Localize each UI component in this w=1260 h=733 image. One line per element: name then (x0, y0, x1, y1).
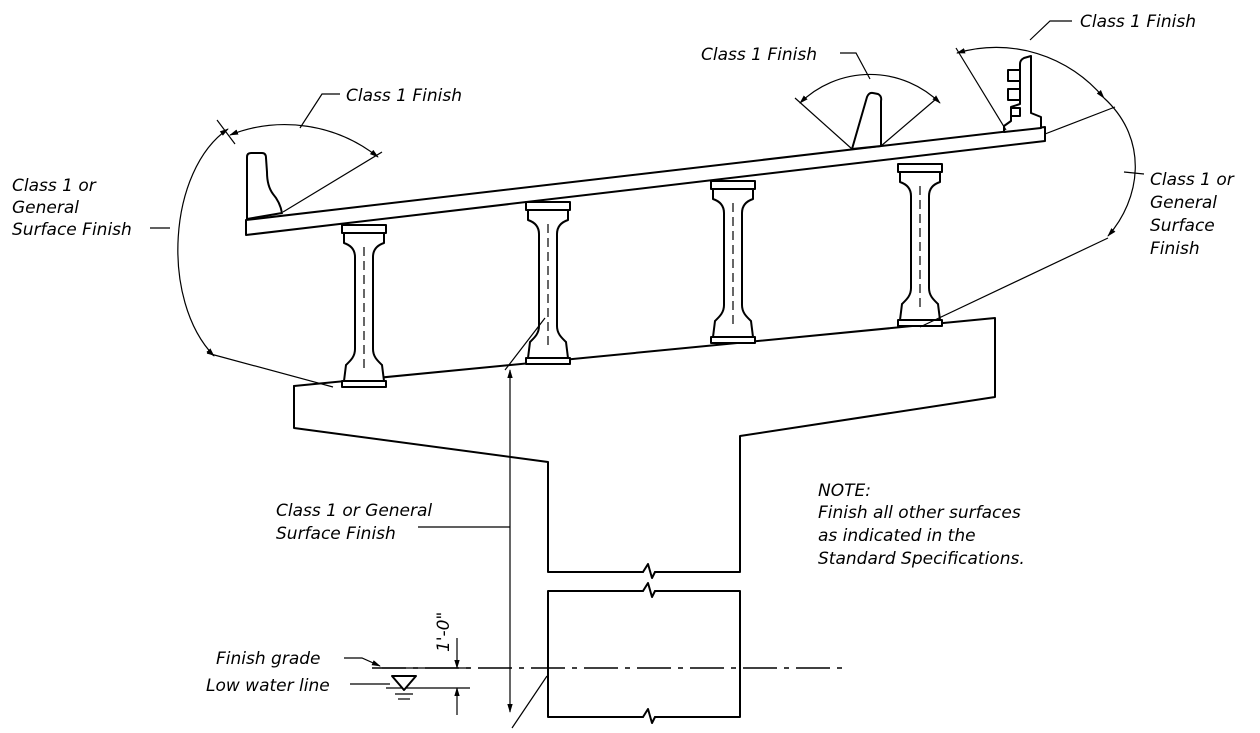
right-arc-general (1103, 97, 1136, 237)
right-side-label-1: Class 1 or (1150, 170, 1235, 190)
column-ext-bot (511, 675, 548, 729)
left-side-label-1: Class 1 or (12, 176, 97, 196)
note-title: NOTE: (818, 481, 871, 501)
rail-post-1 (1007, 69, 1021, 82)
rail-post-2 (1007, 88, 1021, 101)
note-line-1: Finish all other surfaces (818, 503, 1021, 523)
right-side-label-3: Surface (1150, 216, 1215, 236)
girder-1 (341, 224, 387, 388)
mid-ext-right (880, 98, 937, 147)
right-ext-end (1044, 106, 1116, 135)
right-side-label-2: General (1150, 193, 1217, 213)
class1-finish-middle-label: Class 1 Finish (701, 45, 817, 65)
column-label-1: Class 1 or General (276, 501, 432, 521)
rail-post-3 (1010, 107, 1021, 117)
column-lower (547, 590, 741, 718)
left-barrier (246, 152, 283, 220)
left-class1-leader (299, 93, 340, 129)
left-side-label-2: General (12, 198, 79, 218)
girder-3 (710, 180, 756, 344)
low-water-line-label: Low water line (206, 676, 330, 696)
water-triangle-symbol (391, 675, 417, 691)
column-break-mid (642, 582, 656, 598)
column-dim-ext (504, 317, 546, 371)
left-ext-top (216, 119, 236, 145)
finish-grade-leader (344, 657, 381, 667)
class1-finish-left-label: Class 1 Finish (346, 86, 462, 106)
mid-class1-leader (840, 52, 871, 80)
right-side-label-4: Finish (1150, 239, 1200, 259)
left-ext-bot (206, 352, 334, 388)
girder-2 (525, 201, 571, 365)
left-arc-class1 (229, 124, 379, 158)
pier-cap-left (293, 385, 644, 573)
girder-4 (897, 163, 943, 327)
note-line-3: Standard Specifications. (818, 549, 1025, 569)
right-ext-bot (919, 237, 1109, 328)
pier-cap (293, 317, 996, 573)
right-class1-leader (1029, 20, 1072, 41)
median-barrier (851, 91, 883, 150)
column-break-bot (642, 708, 656, 724)
column-label-2: Surface Finish (276, 524, 396, 544)
right-general-leader (1123, 171, 1145, 175)
mid-ext-left (794, 97, 853, 150)
right-ext-top (955, 47, 1007, 131)
finish-grade-label: Finish grade (216, 649, 320, 669)
dimension-label: 1'-0" (434, 612, 454, 652)
left-arc-general (177, 128, 229, 357)
right-arc-class1 (956, 46, 1105, 99)
left-side-label-3: Surface Finish (12, 220, 132, 240)
column-break-top (642, 563, 656, 579)
deck-slab (245, 126, 1046, 236)
mid-arc (799, 73, 941, 104)
class1-finish-right-label: Class 1 Finish (1080, 12, 1196, 32)
note-line-2: as indicated in the (818, 526, 976, 546)
left-ext-mid (282, 151, 383, 213)
